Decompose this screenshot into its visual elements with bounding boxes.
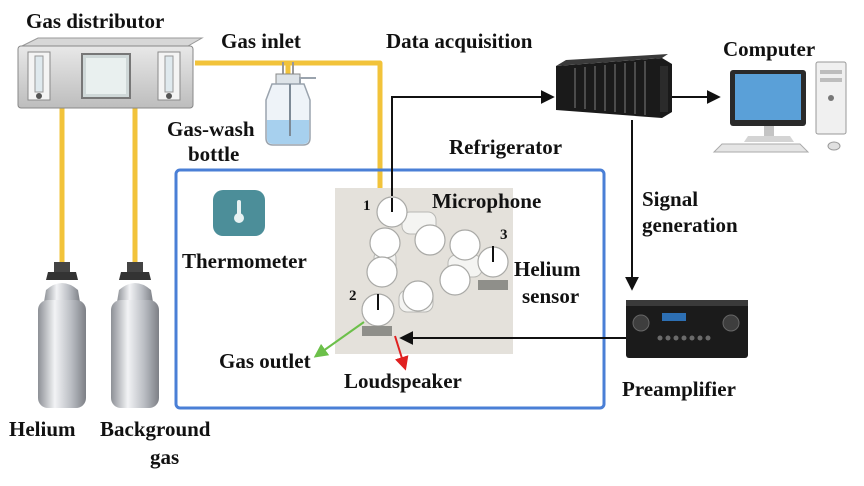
arrow-mic-to-daq <box>391 90 555 196</box>
gas-wash-label-line1: Gas-wash <box>167 117 255 141</box>
microphone-number-2: 2 <box>349 288 357 304</box>
gas-inlet-label: Gas inlet <box>221 29 301 53</box>
background-gas-label-line1: Background <box>100 417 211 441</box>
background-gas-cylinder <box>111 262 159 408</box>
thermometer-label: Thermometer <box>182 249 307 273</box>
signal-generation-label-line2: generation <box>642 213 738 237</box>
computer-label: Computer <box>723 37 816 61</box>
gas-distributor <box>17 37 204 109</box>
loudspeaker-label: Loudspeaker <box>344 369 462 393</box>
background-gas-label-line2: gas <box>150 445 180 469</box>
microphone-number-1: 1 <box>363 198 371 214</box>
signal-generation-label-line1: Signal <box>642 187 699 211</box>
helium-label: Helium <box>9 417 76 441</box>
gas-line-to-bottle <box>195 60 383 195</box>
gas-wash-label-line2: bottle <box>188 142 240 166</box>
preamplifier <box>626 300 748 358</box>
preamplifier-label: Preamplifier <box>622 377 736 401</box>
gas-distributor-label: Gas distributor <box>26 9 165 33</box>
photoacoustic-cell <box>335 188 513 354</box>
gas-wash-bottle <box>265 62 316 146</box>
data-acquisition-device <box>556 54 672 118</box>
computer <box>712 61 847 153</box>
loudspeaker-arrow <box>394 335 409 371</box>
microphone-number-3: 3 <box>500 227 508 243</box>
gas-outlet-arrow <box>313 321 365 358</box>
microphone-label: Microphone <box>432 189 542 213</box>
helium-sensor-label-line1: Helium <box>514 257 581 281</box>
data-acquisition-label: Data acquisition <box>386 29 533 53</box>
helium-sensor-label-line2: sensor <box>522 284 580 308</box>
thermometer-icon <box>213 190 265 236</box>
helium-cylinder <box>38 262 86 408</box>
signal-arrows <box>391 90 721 345</box>
refrigerator-box <box>174 168 606 410</box>
refrigerator-label: Refrigerator <box>449 135 563 159</box>
gas-outlet-label: Gas outlet <box>219 349 311 373</box>
